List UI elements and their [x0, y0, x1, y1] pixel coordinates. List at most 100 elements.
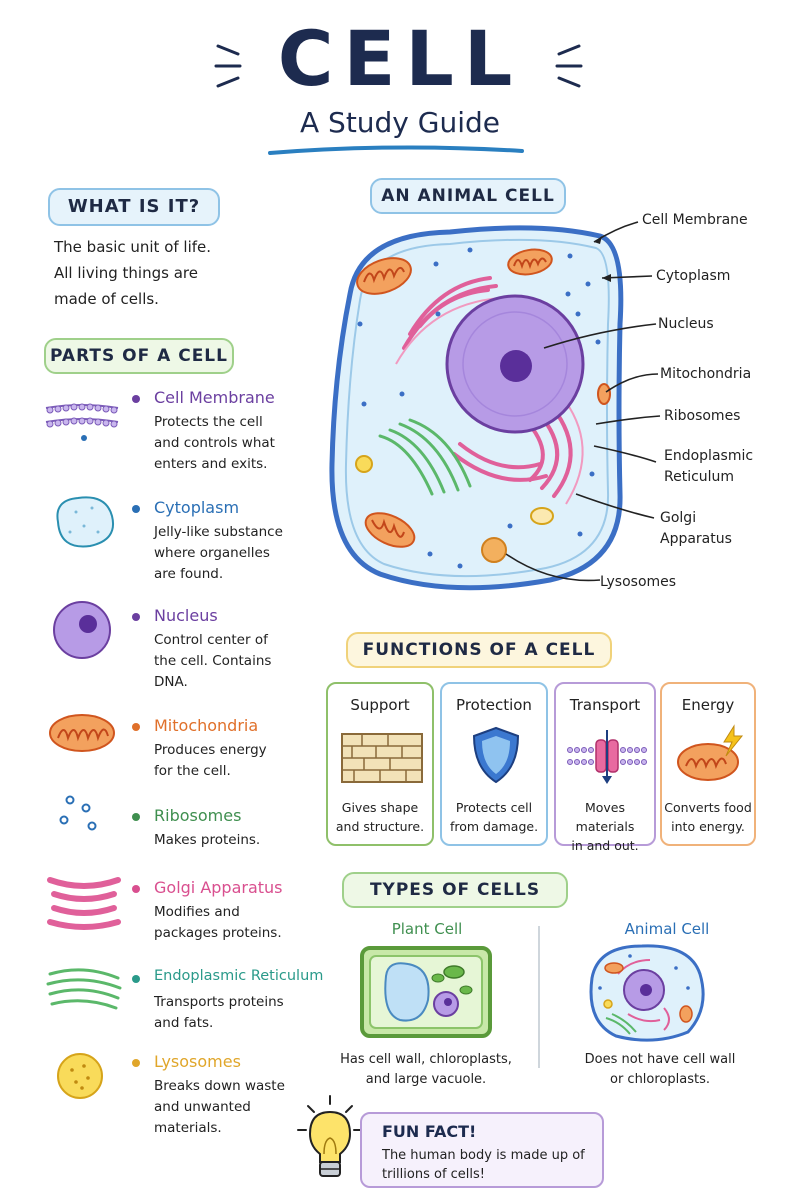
- desc-line: and structure.: [335, 819, 425, 834]
- desc-line: materials.: [154, 1120, 222, 1136]
- transport-channel-icon: [564, 728, 650, 792]
- desc-line: Protects cell: [455, 800, 533, 815]
- label-reticulum: Reticulum: [664, 469, 735, 485]
- label-ribosomes: Ribosomes: [664, 408, 741, 424]
- card-desc: Converts food into energy.: [662, 798, 754, 836]
- intro-line: The basic unit of life.: [54, 238, 212, 256]
- desc-line: Produces energy: [154, 742, 267, 758]
- bullet-dot: [132, 813, 140, 821]
- part-desc: Makes proteins.: [154, 830, 374, 851]
- desc-line: Has cell wall, chloroplasts,: [340, 1052, 512, 1067]
- part-desc: Produces energy for the cell.: [154, 740, 374, 782]
- card-desc: Moves materials in and out.: [556, 798, 654, 855]
- part-desc: Jelly-like substance where organelles ar…: [154, 522, 374, 585]
- label-endoplasmic: Endoplasmic: [664, 448, 754, 464]
- desc-line: Gives shape: [341, 800, 419, 815]
- part-name: Nucleus: [154, 606, 218, 625]
- brick-wall-icon: [340, 730, 424, 790]
- desc-line: from damage.: [449, 819, 539, 834]
- desc-line: are found.: [154, 566, 224, 582]
- desc-line: in and out.: [571, 838, 639, 853]
- cell-membrane-icon: [42, 400, 122, 450]
- card-title: Energy: [681, 696, 735, 714]
- desc-line: or chloroplasts.: [609, 1072, 710, 1087]
- desc-line: Does not have cell wall: [584, 1052, 736, 1067]
- desc-line: and controls what: [154, 435, 275, 451]
- desc-line: Breaks down waste: [154, 1078, 285, 1094]
- part-desc: Transports proteins and fats.: [154, 992, 374, 1034]
- title-decoration-left: [212, 36, 252, 100]
- functions-heading: FUNCTIONS OF A CELL: [346, 632, 612, 668]
- desc-line: Protects the cell: [154, 414, 263, 430]
- title-underline: [266, 142, 526, 161]
- desc-line: and large vacuole.: [365, 1072, 487, 1087]
- desc-line: where organelles: [154, 545, 270, 561]
- bullet-dot: [132, 395, 140, 403]
- desc-line: Control center of: [154, 632, 268, 648]
- animal-cell-heading: AN ANIMAL CELL: [370, 178, 566, 214]
- animal-cell-diagram: [320, 214, 800, 608]
- mitochondria-icon: [46, 710, 118, 760]
- lysosome-icon: [52, 1048, 108, 1108]
- bullet-dot: [132, 613, 140, 621]
- part-desc: Protects the cell and controls what ente…: [154, 412, 374, 475]
- desc-line: Modifies and: [154, 904, 240, 920]
- fun-fact-box: FUN FACT! The human body is made up of t…: [360, 1112, 604, 1188]
- part-name: Cell Membrane: [154, 388, 275, 407]
- card-title: Transport: [569, 696, 641, 714]
- fun-fact-heading: FUN FACT!: [382, 1122, 477, 1141]
- bullet-dot: [132, 975, 140, 983]
- golgi-icon: [44, 870, 124, 936]
- bullet-dot: [132, 1059, 140, 1067]
- desc-line: Moves materials: [575, 800, 635, 834]
- part-desc: Modifies and packages proteins.: [154, 902, 374, 944]
- shield-icon: [470, 724, 522, 790]
- bullet-dot: [132, 885, 140, 893]
- part-name: Cytoplasm: [154, 498, 240, 517]
- plant-cell-title: Plant Cell: [391, 920, 463, 938]
- desc-line: Converts food: [664, 800, 752, 815]
- function-card-energy: Energy Converts food into energy.: [660, 682, 756, 846]
- animal-cell-small-icon: [580, 938, 712, 1050]
- part-name: Lysosomes: [154, 1052, 241, 1071]
- part-name: Endoplasmic Reticulum: [154, 968, 324, 984]
- desc-line: enters and exits.: [154, 456, 268, 472]
- desc-line: for the cell.: [154, 763, 231, 779]
- desc-line: the cell. Contains: [154, 653, 272, 669]
- card-title: Support: [350, 696, 410, 714]
- plant-cell-desc: Has cell wall, chloroplasts, and large v…: [336, 1050, 516, 1090]
- fun-fact-text: The human body is made up of trillions o…: [382, 1146, 585, 1184]
- card-desc: Gives shape and structure.: [328, 798, 432, 836]
- label-cytoplasm: Cytoplasm: [656, 268, 731, 284]
- er-icon: [44, 966, 124, 1020]
- label-cell-membrane: Cell Membrane: [642, 212, 748, 228]
- label-apparatus: Apparatus: [660, 531, 732, 547]
- nucleus-icon: [50, 598, 114, 666]
- desc-line: Transports proteins: [154, 994, 284, 1010]
- function-card-transport: Transport Moves materials in and out.: [554, 682, 656, 853]
- desc-line: into energy.: [671, 819, 745, 834]
- part-desc: Breaks down waste and unwanted materials…: [154, 1076, 374, 1139]
- label-mitochondria: Mitochondria: [660, 366, 752, 382]
- plant-cell-icon: [356, 942, 496, 1046]
- ribosomes-icon: [56, 794, 106, 838]
- part-name: Ribosomes: [154, 806, 242, 825]
- label-lysosomes: Lysosomes: [600, 574, 677, 590]
- function-card-support: Support Gives shape and structure.: [326, 682, 434, 846]
- animal-cell-title: Animal Cell: [624, 920, 710, 938]
- mitochondria-energy-icon: [674, 724, 748, 790]
- what-is-it-heading: WHAT IS IT?: [48, 188, 220, 226]
- card-desc: Protects cell from damage.: [442, 798, 546, 836]
- label-golgi: Golgi: [660, 510, 697, 526]
- desc-line: and unwanted: [154, 1099, 251, 1115]
- types-divider: [538, 926, 540, 1068]
- part-desc: Control center of the cell. Contains DNA…: [154, 630, 374, 693]
- desc-line: and fats.: [154, 1015, 214, 1031]
- intro-line: made of cells.: [54, 290, 159, 308]
- part-name: Mitochondria: [154, 716, 259, 735]
- animal-cell-desc: Does not have cell wall or chloroplasts.: [560, 1050, 760, 1090]
- desc-line: Makes proteins.: [154, 832, 261, 848]
- label-nucleus: Nucleus: [658, 316, 714, 332]
- bullet-dot: [132, 723, 140, 731]
- function-card-protection: Protection Protects cell from damage.: [440, 682, 548, 846]
